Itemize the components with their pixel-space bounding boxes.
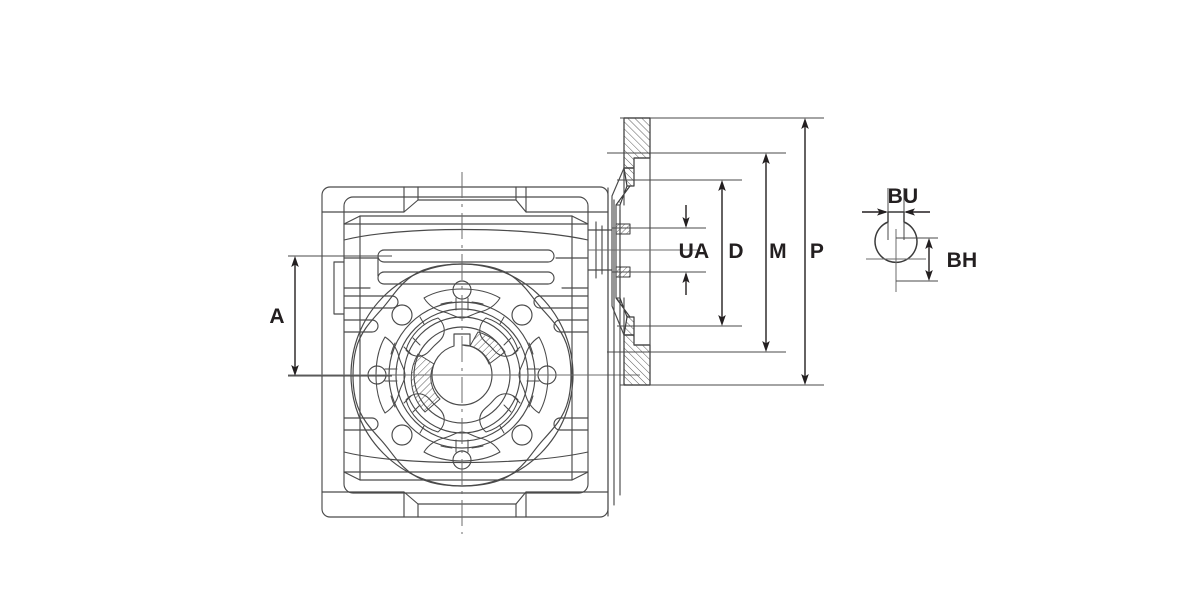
front-bore-keyway	[410, 331, 506, 413]
front-top-pads	[321, 186, 609, 213]
dimension-labels: A UA D M P BU BH	[269, 185, 977, 328]
dimension-bu	[862, 208, 930, 216]
dimension-extension-lines	[288, 117, 824, 386]
front-top-contour	[343, 228, 589, 464]
dimension-bh	[925, 238, 933, 281]
dimension-p	[801, 118, 809, 385]
front-cooling-ribs-top	[377, 249, 555, 285]
label-m: M	[769, 240, 787, 263]
front-hub-slots	[384, 297, 540, 453]
label-bh: BH	[947, 249, 978, 272]
dimension-bu-group	[887, 188, 905, 240]
dimension-a	[291, 256, 299, 376]
keyway-detail-view	[874, 211, 918, 264]
dimension-ua	[682, 205, 690, 295]
dimension-d	[718, 180, 726, 326]
keyway-profile	[874, 211, 918, 264]
dimension-m	[762, 153, 770, 352]
front-side-plates	[333, 257, 589, 315]
dimension-bh-group	[896, 237, 938, 282]
label-d: D	[728, 240, 743, 263]
dimension-lines	[291, 118, 809, 385]
label-p: P	[810, 240, 824, 263]
label-ua: UA	[679, 240, 710, 263]
front-body-block	[343, 196, 589, 494]
side-motor-flange	[611, 117, 651, 386]
label-bu: BU	[888, 185, 919, 208]
label-a: A	[269, 305, 284, 328]
